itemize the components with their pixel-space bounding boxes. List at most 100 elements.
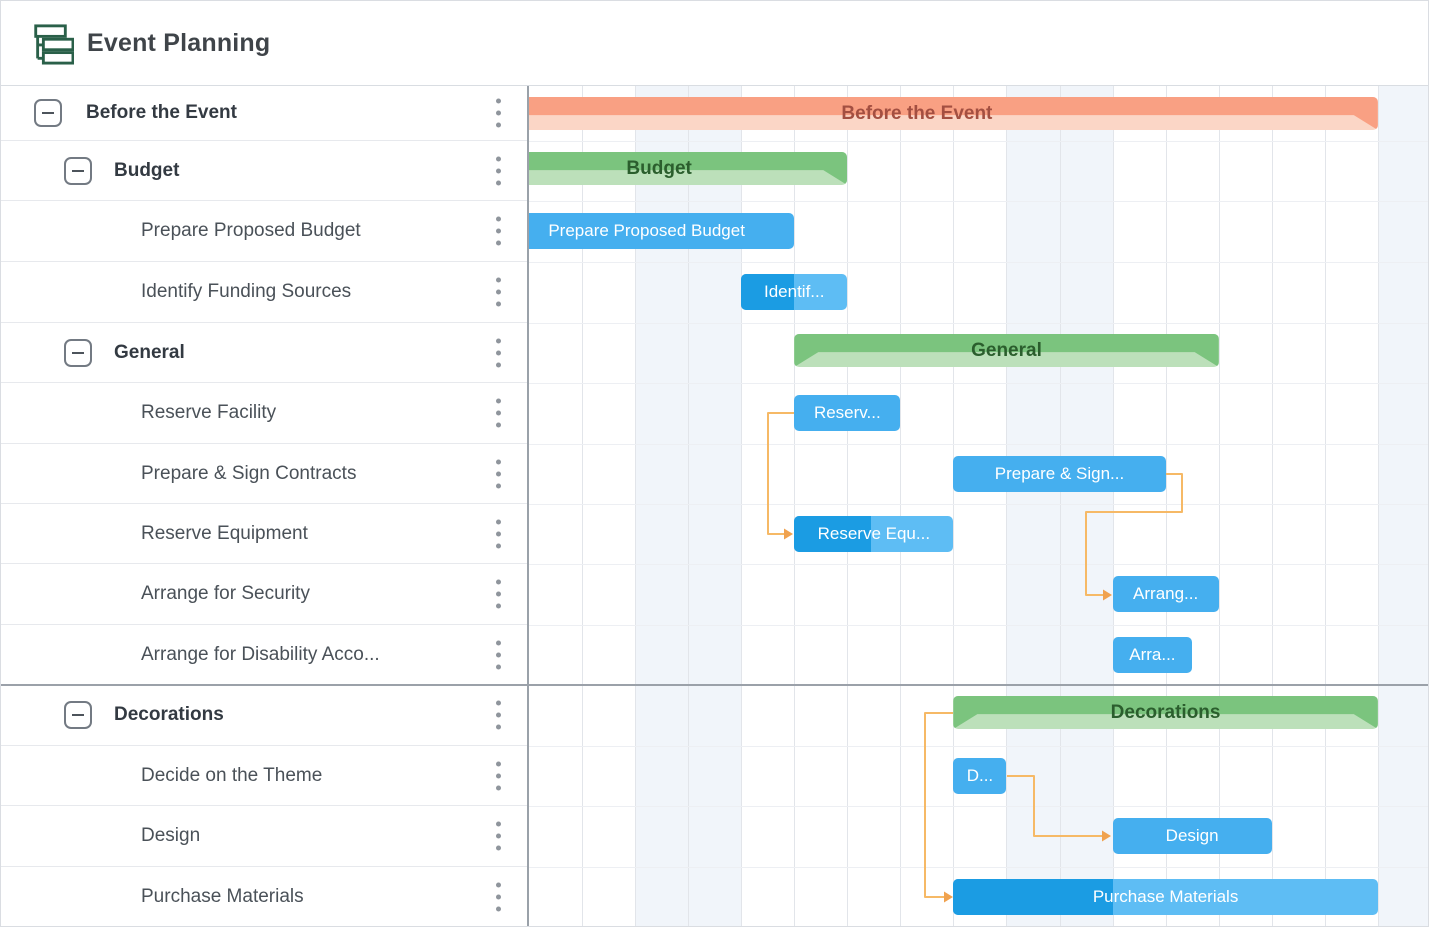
dependency-line-contracts-to-arrange-security <box>1085 473 1183 596</box>
collapse-button-general[interactable] <box>64 338 92 367</box>
task-row-decorations[interactable]: Decorations <box>1 685 527 746</box>
bar-label: Reserve Equ... <box>817 524 931 543</box>
row-menu-button-arrange-for-security[interactable] <box>492 576 505 613</box>
grid-column-line <box>1271 86 1273 926</box>
gantt-bar-prepare-proposed-budget[interactable]: Prepare Proposed Budget <box>529 213 795 249</box>
app-header: Event Planning <box>1 1 1428 86</box>
grid-column-line <box>1112 86 1114 926</box>
row-menu-button-reserve-equipment[interactable] <box>492 515 505 552</box>
task-label-prepare-sign-contracts: Prepare & Sign Contracts <box>141 462 357 484</box>
app-title: Event Planning <box>87 29 271 57</box>
row-line <box>529 806 1428 807</box>
bar-label: Purchase Materials <box>1092 887 1239 906</box>
task-row-reserve-equipment[interactable]: Reserve Equipment <box>1 504 527 564</box>
row-menu-button-arrange-for-disability[interactable] <box>492 636 505 673</box>
row-line <box>529 383 1428 384</box>
task-row-prepare-sign-contracts[interactable]: Prepare & Sign Contracts <box>1 444 527 504</box>
task-row-before-the-event[interactable]: Before the Event <box>1 86 527 141</box>
row-line <box>529 867 1428 868</box>
row-line <box>529 564 1428 565</box>
progress-fill <box>741 274 795 310</box>
grid-column-line <box>1324 86 1326 926</box>
task-row-identify-funding-sources[interactable]: Identify Funding Sources <box>1 262 527 323</box>
bar-label: Before the Event <box>841 102 993 124</box>
collapse-button-budget[interactable] <box>64 156 92 185</box>
grid-column-line <box>1059 86 1061 926</box>
bar-label: D... <box>966 766 994 785</box>
task-label-decorations: Decorations <box>114 704 224 725</box>
dependency-arrowhead-decide-theme-to-design <box>1102 830 1111 842</box>
grid-column-line <box>794 86 796 926</box>
gantt-bar-purchase-materials[interactable]: Purchase Materials <box>953 879 1378 915</box>
task-label-arrange-for-disability: Arrange for Disability Acco... <box>141 643 380 665</box>
task-label-design: Design <box>141 825 201 846</box>
dependency-line-decide-theme-to-design <box>1007 775 1104 837</box>
bar-label: General <box>971 339 1042 361</box>
gantt-bar-reserve-facility[interactable]: Reserv... <box>794 395 901 431</box>
task-label-purchase-materials: Purchase Materials <box>141 885 304 907</box>
row-menu-button-decorations[interactable] <box>492 697 505 734</box>
grid-column-line <box>741 86 743 926</box>
grid-column-line <box>688 86 690 926</box>
grid-column-line <box>900 86 902 926</box>
grid-column-line <box>1218 86 1220 926</box>
row-menu-button-before-the-event[interactable] <box>492 95 505 132</box>
gantt-bar-reserve-equipment[interactable]: Reserve Equ... <box>794 516 954 552</box>
grid-column-line <box>1006 86 1008 926</box>
collapse-button-before-the-event[interactable] <box>34 99 62 127</box>
row-menu-button-prepare-proposed-budget[interactable] <box>492 213 505 250</box>
dependency-arrowhead-contracts-to-arrange-security <box>1103 589 1112 601</box>
row-line <box>529 201 1428 202</box>
task-row-purchase-materials[interactable]: Purchase Materials <box>1 867 527 926</box>
task-row-design[interactable]: Design <box>1 806 527 867</box>
gantt-bar-arrange-for-security[interactable]: Arrang... <box>1112 576 1219 612</box>
bar-label: Arrang... <box>1133 584 1199 603</box>
task-row-general[interactable]: General <box>1 323 527 383</box>
row-menu-button-general[interactable] <box>492 334 505 371</box>
gantt-bar-identify-funding-sources[interactable]: Identif... <box>741 274 848 310</box>
gantt-bar-design[interactable]: Design <box>1112 818 1272 854</box>
task-row-arrange-for-security[interactable]: Arrange for Security <box>1 564 527 625</box>
bar-label: Decorations <box>1110 701 1221 723</box>
progress-fill <box>953 879 1113 915</box>
gantt-bar-arrange-for-disability[interactable]: Arra... <box>1112 637 1193 673</box>
row-line <box>529 504 1428 505</box>
row-menu-button-budget[interactable] <box>492 152 505 189</box>
dependency-links-layer <box>767 412 1183 903</box>
bar-label: Prepare & Sign... <box>994 464 1125 483</box>
task-row-budget[interactable]: Budget <box>1 141 527 201</box>
task-label-reserve-facility: Reserve Facility <box>141 402 277 423</box>
grid-column-line <box>1165 86 1167 926</box>
row-menu-button-design[interactable] <box>492 818 505 855</box>
row-line <box>529 323 1428 324</box>
row-menu-button-purchase-materials[interactable] <box>492 878 505 915</box>
row-line <box>529 625 1428 626</box>
gantt-bar-general[interactable]: General <box>794 334 1219 367</box>
task-label-decide-on-the-theme: Decide on the Theme <box>141 764 323 786</box>
bar-label: Prepare Proposed Budget <box>548 221 745 240</box>
dependency-line-decorations-to-purchase-materials <box>924 712 953 898</box>
panel-splitter[interactable] <box>527 86 529 926</box>
task-label-general: General <box>114 341 185 363</box>
gantt-bar-before-the-event[interactable]: Before the Event <box>529 97 1378 130</box>
row-menu-button-identify-funding-sources[interactable] <box>492 274 505 311</box>
task-row-reserve-facility[interactable]: Reserve Facility <box>1 383 527 444</box>
gantt-bar-decide-on-the-theme[interactable]: D... <box>953 758 1007 794</box>
task-label-budget: Budget <box>114 159 180 181</box>
task-row-prepare-proposed-budget[interactable]: Prepare Proposed Budget <box>1 201 527 262</box>
row-line <box>529 746 1428 747</box>
row-menu-button-reserve-facility[interactable] <box>492 395 505 432</box>
task-row-decide-on-the-theme[interactable]: Decide on the Theme <box>1 746 527 806</box>
gantt-bar-budget[interactable]: Budget <box>529 152 848 185</box>
grid-column-line <box>582 86 584 926</box>
row-line <box>529 262 1428 263</box>
gantt-bar-decorations[interactable]: Decorations <box>953 696 1378 729</box>
bar-label: Reserv... <box>813 403 881 422</box>
gantt-bar-prepare-sign-contracts[interactable]: Prepare & Sign... <box>953 456 1166 492</box>
row-menu-button-decide-on-the-theme[interactable] <box>492 757 505 794</box>
task-row-arrange-for-disability[interactable]: Arrange for Disability Acco... <box>1 625 527 685</box>
collapse-button-decorations[interactable] <box>64 701 92 729</box>
row-line <box>529 444 1428 445</box>
row-menu-button-prepare-sign-contracts[interactable] <box>492 455 505 492</box>
